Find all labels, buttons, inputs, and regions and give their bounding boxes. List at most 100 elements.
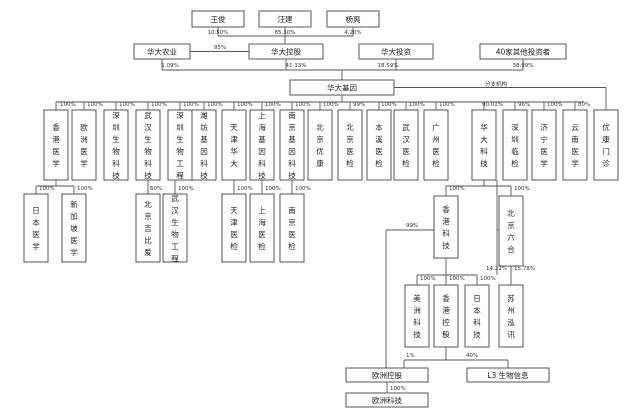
- entity-name: 日本科技: [473, 294, 481, 339]
- entity-box-frame: [466, 367, 550, 383]
- entity-wh-bioeng: 武汉生物工程: [162, 193, 188, 263]
- entity-box-frame: [248, 43, 324, 60]
- share-label-to-sz-biotech: 100%: [119, 102, 135, 108]
- entity-box-frame: [258, 10, 312, 28]
- share-label-to-tj-lab: 100%: [237, 186, 253, 192]
- entity-name: 天津医检: [230, 206, 238, 251]
- entity-wh-lab: 武汉医检: [393, 109, 419, 181]
- entity-box-frame: [279, 193, 305, 263]
- entity-eu-holding: 欧洲控股: [345, 367, 429, 383]
- share-label-invest-bgi: 18.59%: [378, 63, 399, 69]
- entity-bj-jibiai: 北京吉比爱: [135, 193, 161, 263]
- entity-sz-biotech: 深圳生物科技: [103, 109, 129, 181]
- share-label-to-eu-medical: 100%: [87, 102, 103, 108]
- entity-box-frame: [433, 195, 459, 259]
- entity-name: 天津华大: [230, 123, 238, 168]
- entity-yang-shuang: 杨爽: [326, 10, 380, 28]
- entity-name: 武汉生物科技: [144, 110, 152, 180]
- entity-box-frame: [191, 109, 217, 181]
- entity-name: 北京医检: [346, 123, 354, 168]
- entity-sg-medical: 新加坡医学: [61, 193, 87, 263]
- share-label-to-eu-tech: 100%: [390, 386, 406, 392]
- branch-label: 分支机构: [485, 80, 508, 88]
- entity-hk-tech: 香港科技: [433, 195, 459, 259]
- share-label-to-yn-medical: 80%: [578, 102, 590, 108]
- entity-sz-bioeng: 深圳生物工程: [167, 109, 193, 181]
- entity-name: 华大科技: [480, 122, 488, 168]
- share-label-to-bj-lab: 99%: [353, 102, 365, 108]
- share-label-to-us-tech: 100%: [420, 276, 436, 282]
- share-label-others-bgi: 38.99%: [513, 63, 534, 69]
- entity-box-frame: [498, 195, 524, 267]
- entity-box-frame: [464, 284, 490, 348]
- entity-box-frame: [345, 392, 429, 408]
- entity-bj-liuhe: 北京六合: [498, 195, 524, 267]
- entity-tj-huada: 天津华大: [221, 109, 247, 181]
- entity-sh-lab: 上海医检: [249, 193, 275, 263]
- entity-name: 王俊: [211, 14, 226, 24]
- entity-box-frame: [135, 193, 161, 263]
- share-label-to-sh-gene: 100%: [265, 102, 281, 108]
- share-label-to-hk-medical: 100%: [60, 102, 76, 108]
- entity-eu-tech: 欧洲科技: [345, 392, 429, 408]
- share-label-holding-bgi: 41.33%: [286, 63, 307, 69]
- entity-bgi: 华大基因: [289, 79, 395, 96]
- entity-name: 新加坡医学: [70, 199, 78, 257]
- entity-name: 汪建: [278, 14, 293, 24]
- share-label-to-jn-medical: 100%: [547, 102, 563, 108]
- entity-name: 北京六合: [507, 209, 515, 254]
- entity-name: 华大基因: [327, 83, 357, 93]
- entity-jn-medical: 济宁医学: [531, 109, 557, 181]
- entity-nj-gene: 南京基因科技: [279, 109, 305, 181]
- entity-box-frame: [337, 109, 363, 181]
- entity-name: 上海医检: [258, 206, 266, 251]
- entity-name: 本溪医检: [375, 122, 383, 168]
- entity-name: 南京医检: [288, 205, 296, 251]
- entity-box-frame: [404, 284, 430, 348]
- share-label-hk-tech-eu: 99%: [406, 223, 418, 229]
- share-percentages: 10.50% 85.30% 4.20% 95% 1.09% 41.33% 18.59% 38.…: [39, 30, 590, 392]
- entity-name: 深圳生物工程: [176, 111, 184, 180]
- share-label-to-bj-youkang: 100%: [323, 102, 339, 108]
- entity-box-frame: [423, 109, 449, 181]
- entity-huada-agri: 华大农业: [133, 43, 191, 60]
- share-label-yang-shuang: 4.20%: [344, 30, 361, 36]
- entity-gz-lab: 广州医检: [423, 109, 449, 181]
- entity-sz-youxun: 苏州泓讯: [498, 284, 524, 348]
- share-label-agri-bgi: 1.09%: [161, 63, 178, 69]
- entity-name: 欧洲医学: [80, 122, 88, 168]
- entity-box-frame: [502, 109, 528, 181]
- entity-wang-jun: 王俊: [191, 10, 245, 28]
- entity-box-frame: [23, 193, 49, 263]
- share-label-to-gz-lab: 100%: [439, 102, 455, 108]
- entity-box-frame: [307, 109, 333, 181]
- entity-box-frame: [249, 193, 275, 263]
- entity-name: 美洲科技: [413, 293, 421, 339]
- share-label-wang-jian: 85.30%: [275, 30, 296, 36]
- share-label-agri-holding: 95%: [214, 45, 226, 51]
- share-label-to-jp-tech: 100%: [480, 276, 496, 282]
- entity-name: 广州医检: [432, 122, 440, 168]
- entity-box-frame: [167, 109, 193, 181]
- entity-bj-youkang: 北京优康: [307, 109, 333, 181]
- share-label-to-l3: 40%: [466, 353, 478, 359]
- entity-box-frame: [531, 109, 557, 181]
- entity-name: 杨爽: [346, 14, 361, 24]
- share-label-to-bj-jibiai: 60%: [150, 186, 162, 192]
- share-label-to-sh-lab: 100%: [265, 186, 281, 192]
- share-label-wang-jun: 10.50%: [208, 30, 229, 36]
- entity-name: 优康门诊: [602, 122, 610, 168]
- entity-name: 深圳临检: [511, 123, 519, 168]
- entity-other-investors: 40家其他投资者: [479, 43, 567, 60]
- share-label-to-sg-medical: 100%: [77, 186, 93, 192]
- entity-box-frame: [43, 109, 69, 181]
- entity-jp-tech: 日本科技: [464, 284, 490, 348]
- entity-name: 武汉生物工程: [171, 193, 179, 263]
- entity-wf-gene: 潍坊基因科技: [191, 109, 217, 181]
- ownership-lines: [35, 27, 607, 393]
- entity-box-frame: [562, 109, 588, 181]
- share-label-to-wh-lab: 100%: [409, 102, 425, 108]
- entity-name: 云南医学: [571, 123, 579, 168]
- entity-name: 苏州泓讯: [507, 293, 515, 339]
